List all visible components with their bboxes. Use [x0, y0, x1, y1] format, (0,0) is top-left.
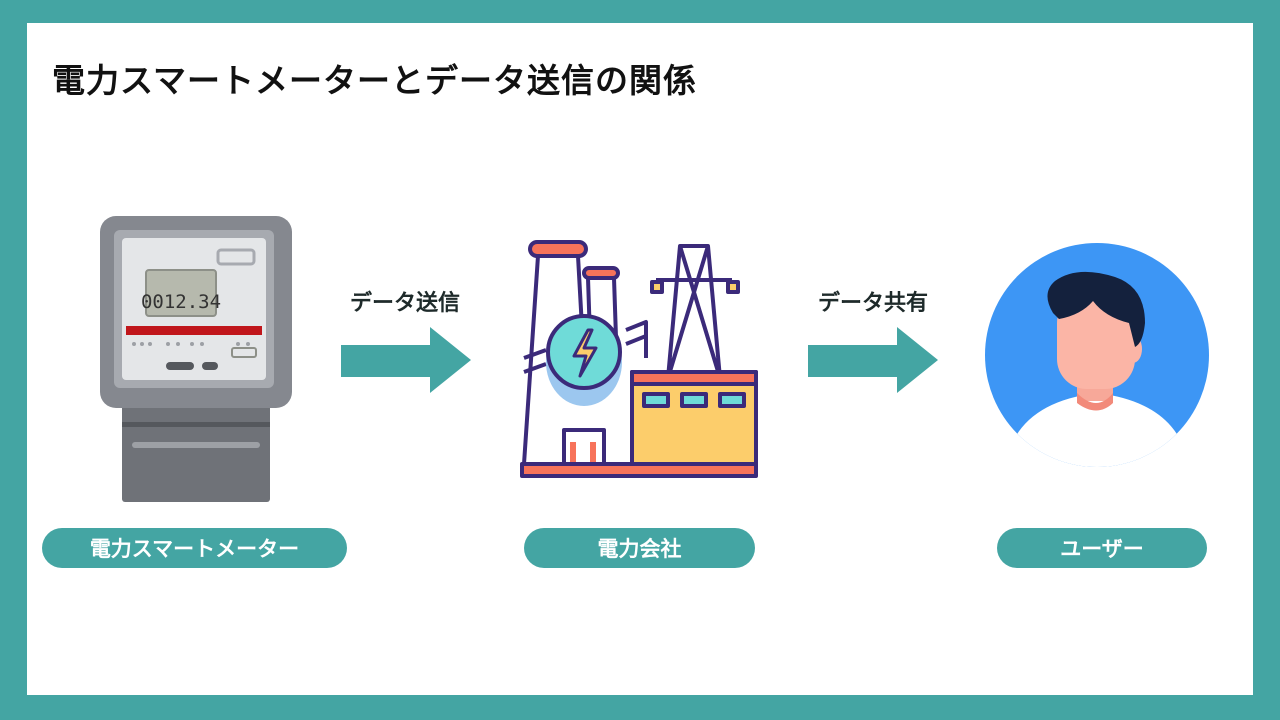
node-label-smart-meter: 電力スマートメーター	[42, 528, 347, 568]
power-plant-illustration	[520, 240, 758, 478]
node-label-user: ユーザー	[997, 528, 1207, 568]
meter-reading: 0012.34	[141, 291, 221, 313]
smart-meter-illustration: 0012.34	[100, 216, 292, 502]
node-label-power-company: 電力会社	[524, 528, 755, 568]
arrow-label-data-send: データ送信	[349, 291, 461, 316]
right-arrow-icon	[341, 327, 471, 393]
arrow-label-data-share: データ共有	[817, 291, 929, 316]
user-avatar-illustration	[985, 243, 1209, 467]
right-arrow-icon	[808, 327, 938, 393]
page-title: 電力スマートメーターとデータ送信の関係	[52, 61, 698, 100]
